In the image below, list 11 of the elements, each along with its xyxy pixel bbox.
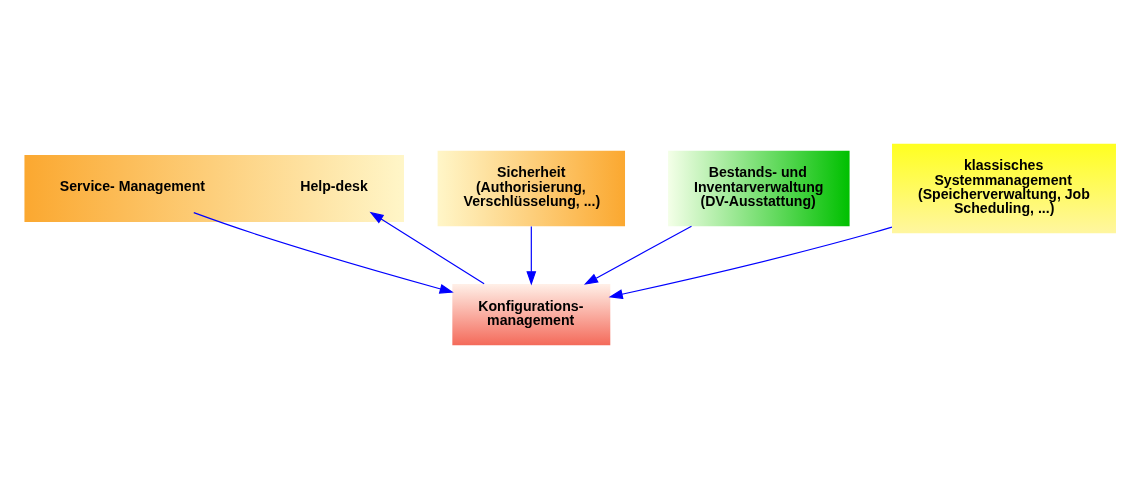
- arrow: [583, 225, 693, 285]
- node-text: Help-desk: [300, 177, 368, 194]
- node-box: klassisches Systemmanagement (Speicherverwaltung, Job Scheduling, ...): [892, 143, 1116, 233]
- arrow: [369, 211, 485, 284]
- node-text: Service- Management: [59, 177, 206, 194]
- arrow: [526, 225, 537, 285]
- node-box: Konfigurations- management: [452, 283, 611, 345]
- arrow: [608, 226, 893, 299]
- arrow: [193, 211, 454, 294]
- node-box: Sicherheit (Authorisierung, Verschlüsselung, ...): [437, 150, 626, 226]
- node-box: Bestands- und Inventarverwaltung (DV-Ausstattung): [668, 150, 850, 226]
